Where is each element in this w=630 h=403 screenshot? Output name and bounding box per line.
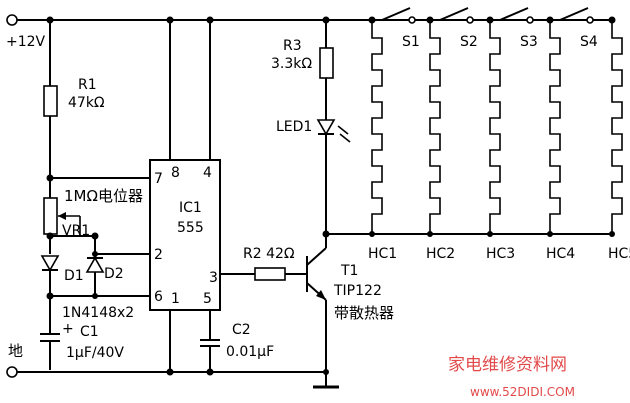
r3-name: R3 <box>283 38 302 54</box>
diode-type: 1N4148x2 <box>62 305 134 321</box>
watermark-title: 家电维修资料网 <box>448 355 567 375</box>
node-d2-bottom <box>92 293 98 299</box>
node-r3-top <box>322 16 330 24</box>
heater-node <box>487 231 493 237</box>
pin4-number: 4 <box>203 165 212 181</box>
switch-blade <box>439 7 469 21</box>
heater-node <box>547 231 553 237</box>
r1-value: 47kΩ <box>68 95 105 111</box>
node-pin2 <box>92 251 98 257</box>
heater-node <box>427 231 433 237</box>
c2-name: C2 <box>232 322 251 338</box>
switch-label: S2 <box>460 34 478 50</box>
heater-label: HC4 <box>546 246 575 262</box>
ic1-body <box>149 159 221 311</box>
vplus-terminal <box>6 14 18 26</box>
c1-name: C1 <box>80 324 99 340</box>
heater-label: HC3 <box>486 246 515 262</box>
heater-group: HC1 HC2 HC3 HC4 HC5 <box>368 20 630 262</box>
led1-ray-1 <box>337 125 349 135</box>
pin8-number: 8 <box>171 165 180 181</box>
vr1-potentiometer <box>43 197 58 235</box>
r3-value: 3.3kΩ <box>271 56 312 72</box>
r2-label: R2 42Ω <box>243 246 295 262</box>
switch-blade <box>559 7 589 21</box>
t1-collector <box>306 247 327 266</box>
node-pin1 <box>166 368 174 376</box>
node-collector <box>322 230 330 238</box>
heater-coil <box>549 20 561 234</box>
pin7-number: 7 <box>154 171 163 187</box>
switch-group: S1 S2 S3 S4 <box>368 7 616 50</box>
t1-name: T1 <box>340 263 358 279</box>
ground-label: 地 <box>8 342 23 360</box>
r2-resistor <box>254 267 286 281</box>
c2-value: 0.01μF <box>226 344 274 360</box>
node-ground-emitter <box>323 369 329 375</box>
heater-coil <box>489 20 501 234</box>
heater-coil <box>429 20 441 234</box>
t1-note: 带散热器 <box>334 304 394 322</box>
d1-label: D1 <box>64 268 84 284</box>
c1-plus: + <box>62 321 74 337</box>
switch-label: S1 <box>402 34 420 50</box>
heater-node <box>369 231 375 237</box>
d2-label: D2 <box>104 266 124 282</box>
d1-diode <box>40 255 60 272</box>
pin6-number: 6 <box>154 289 163 305</box>
d2-diode <box>85 256 105 273</box>
switch-label: S4 <box>580 34 598 50</box>
heater-node <box>609 231 615 237</box>
switch-blade <box>499 7 529 21</box>
node-pin4 <box>206 16 214 24</box>
switch-contact <box>586 16 594 24</box>
pot-label: 1MΩ电位器 <box>64 187 143 205</box>
t1-emitter-arrow <box>316 290 326 300</box>
r3-resistor <box>319 47 334 79</box>
led1-diode <box>316 119 336 136</box>
node-c2 <box>206 368 214 376</box>
t1-type: TIP122 <box>333 283 382 299</box>
heater-label: HC5 <box>608 246 630 262</box>
heater-coil <box>611 20 623 234</box>
pin5-number: 5 <box>203 291 212 307</box>
heater-label: HC1 <box>368 246 397 262</box>
node-pin8 <box>166 16 174 24</box>
led1-ray-2 <box>339 133 351 143</box>
node-r1-top <box>46 16 54 24</box>
heater-label: HC2 <box>426 246 455 262</box>
r1-name: R1 <box>78 77 97 93</box>
vr1-wiper-arrow <box>58 212 66 220</box>
c1-value: 1μF/40V <box>66 345 124 361</box>
switch-contact <box>466 16 474 24</box>
watermark-url: www.52DIDI.COM <box>470 385 575 399</box>
switch-blade <box>381 7 411 21</box>
pin3-number: 3 <box>209 270 218 286</box>
switch-contact <box>408 16 416 24</box>
node-wiper <box>46 232 54 240</box>
ic1-name: IC1 <box>179 200 202 216</box>
pin1-number: 1 <box>171 291 180 307</box>
ic1-type: 555 <box>177 220 204 236</box>
r1-resistor <box>43 85 58 117</box>
switch-contact <box>526 16 534 24</box>
pin2-number: 2 <box>154 247 163 263</box>
ground-terminal <box>6 366 18 378</box>
led1-label: LED1 <box>276 119 312 135</box>
heater-coil <box>371 20 383 234</box>
vplus-label: +12V <box>6 34 46 50</box>
switch-label: S3 <box>520 34 538 50</box>
